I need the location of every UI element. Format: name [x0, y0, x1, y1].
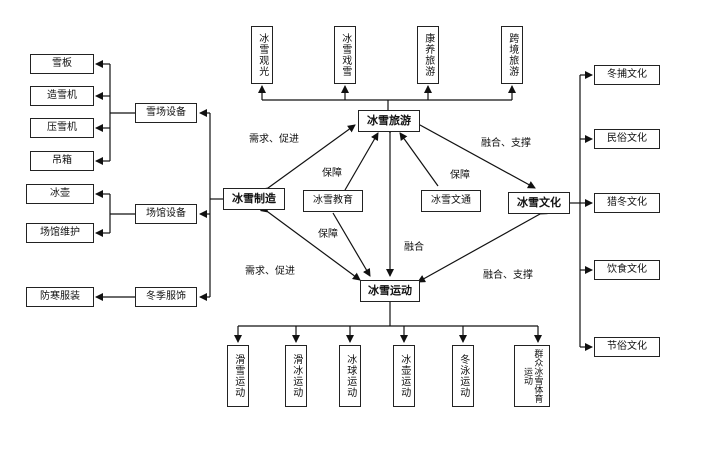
- venue-item: 冰壶: [26, 184, 94, 204]
- hub-education: 冰雪教育: [303, 190, 363, 212]
- hub-culture: 冰雪文化: [508, 192, 570, 214]
- edge-label-integrate: 融合: [404, 242, 424, 253]
- equip-snow-field: 雪场设备: [135, 103, 197, 123]
- tourism-item: 冰雪戏雪: [334, 26, 356, 84]
- edge-label-demand-promote: 需求、促进: [245, 266, 295, 277]
- hub-literature: 冰雪文通: [421, 190, 481, 212]
- edge-label-integrate-support: 融合、支撑: [481, 138, 531, 149]
- edge-label-guarantee: 保障: [322, 168, 342, 179]
- culture-item: 冬捕文化: [594, 65, 660, 85]
- culture-item: 节俗文化: [594, 337, 660, 357]
- culture-item: 饮食文化: [594, 260, 660, 280]
- hub-tourism: 冰雪旅游: [358, 110, 420, 132]
- sports-item: 滑冰运动: [285, 345, 307, 407]
- snow-field-item: 雪板: [30, 54, 94, 74]
- hub-manufacturing: 冰雪制造: [223, 188, 285, 210]
- tourism-item: 康养旅游: [417, 26, 439, 84]
- edge-label-demand-promote: 需求、促进: [249, 134, 299, 145]
- equip-venue: 场馆设备: [135, 204, 197, 224]
- snow-field-item: 造雪机: [30, 86, 94, 106]
- sports-item: 冰壶运动: [393, 345, 415, 407]
- sports-item: 滑雪运动: [227, 345, 249, 407]
- sports-item: 冰球运动: [339, 345, 361, 407]
- snow-field-item: 压雪机: [30, 118, 94, 138]
- culture-item: 猎冬文化: [594, 193, 660, 213]
- venue-item: 场馆维护: [26, 223, 94, 243]
- sports-item: 群众冰雪体育运动: [514, 345, 550, 407]
- hub-sports: 冰雪运动: [360, 280, 420, 302]
- edge-label-integrate-support: 融合、支撑: [483, 270, 533, 281]
- edge-label-guarantee: 保障: [318, 229, 338, 240]
- tourism-item: 跨境旅游: [501, 26, 523, 84]
- tourism-item: 冰雪观光: [251, 26, 273, 84]
- equip-winter-gear: 冬季服饰: [135, 287, 197, 307]
- snow-field-item: 吊箱: [30, 151, 94, 171]
- edge-label-guarantee: 保障: [450, 170, 470, 181]
- winter-gear-item: 防寒服装: [26, 287, 94, 307]
- sports-item: 冬泳运动: [452, 345, 474, 407]
- culture-item: 民俗文化: [594, 129, 660, 149]
